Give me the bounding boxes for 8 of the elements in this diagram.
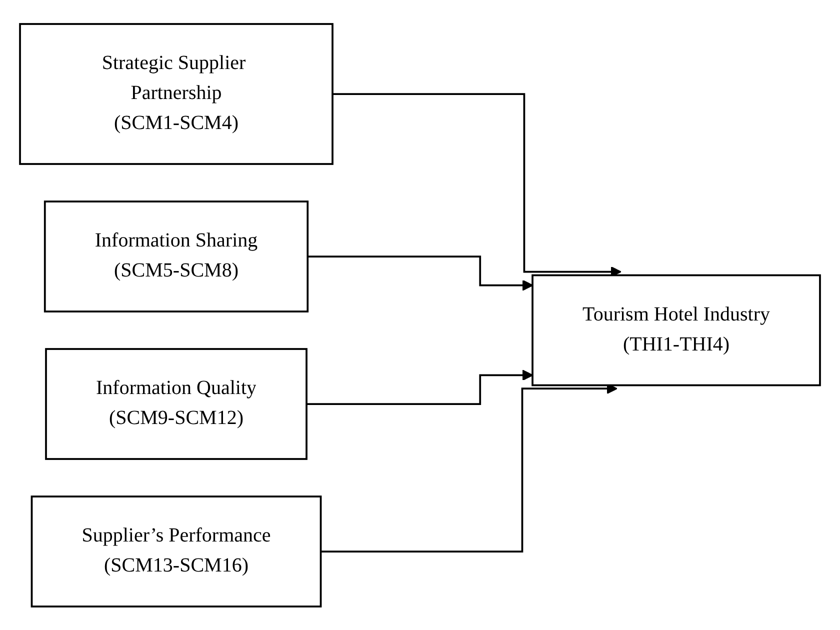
node-box (44, 200, 309, 312)
flowchart: Strategic Supplier Partnership (SCM1-SCM4) Information Sharing (SCM5-SCM8) Information Quality (SCM9-SCM12) Supplier’s Performance (SCM13-SCM16) Tourism Hotel Industry (THI1-THI4) (10, 14, 830, 616)
arrow (306, 369, 534, 405)
node-box (30, 495, 322, 608)
node-box (19, 22, 334, 165)
node-box (45, 348, 308, 460)
node-box (532, 274, 821, 386)
arrow (308, 255, 534, 291)
